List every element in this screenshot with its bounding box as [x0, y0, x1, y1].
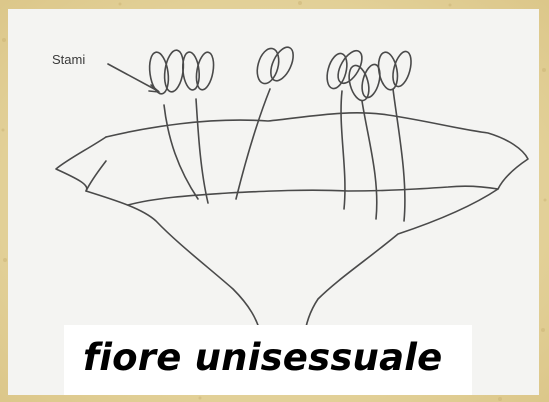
stamen-filament	[196, 99, 208, 203]
receptacle-left-lobe	[56, 137, 262, 339]
caption-title: fiore unisessuale	[83, 336, 442, 379]
stamen-filament	[393, 89, 405, 221]
receptacle-upper-rim	[106, 113, 528, 339]
stamen-anther	[194, 51, 216, 91]
stamen-anther	[266, 44, 298, 84]
stamen-filament	[236, 89, 270, 199]
stamen-filament	[362, 101, 377, 219]
stamen-anther	[390, 50, 415, 89]
receptacle-inner-line	[128, 186, 498, 205]
stamens-label: Stami	[52, 52, 85, 67]
stamen-anther	[359, 63, 383, 100]
stamen-filament	[164, 105, 198, 199]
